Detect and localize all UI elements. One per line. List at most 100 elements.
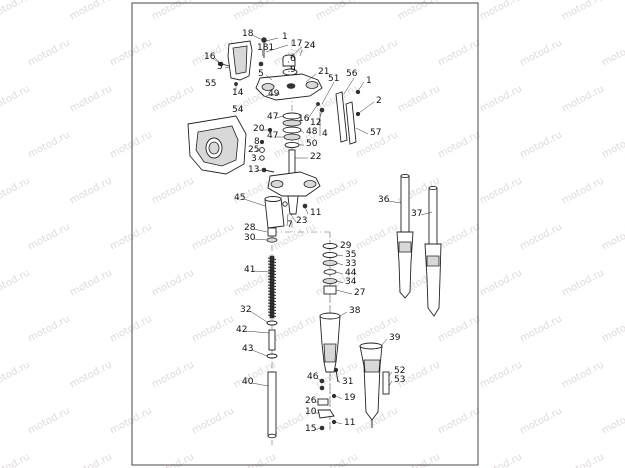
callout-number: 36 [378, 195, 390, 205]
watermark-text: motod.ru [0, 0, 32, 23]
watermark-text: motod.ru [518, 405, 564, 436]
leader-line [335, 271, 344, 275]
callout-number: 44 [345, 268, 357, 278]
leader-line [224, 66, 230, 69]
callout-number: 1 [282, 32, 288, 42]
leader-line [211, 57, 221, 64]
watermark-text: motod.ru [108, 37, 154, 68]
watermark-text: motod.ru [518, 313, 564, 344]
spring-coil [267, 284, 277, 287]
watermark-text: motod.ru [68, 267, 114, 298]
callout-number: 22 [310, 152, 321, 162]
leader-line [336, 377, 341, 384]
callout-number: 12 [310, 118, 321, 128]
leader-line [321, 81, 335, 105]
callout-number: 52 [394, 366, 405, 376]
callout-number: 25 [248, 145, 259, 155]
watermark-text: motod.ru [518, 129, 564, 160]
headlight-mount-bracket [214, 40, 253, 90]
spring-coil [267, 275, 277, 278]
callout-number: 9 [290, 65, 296, 75]
leader-line [287, 60, 290, 64]
callout-leader-lines [211, 34, 433, 431]
watermark-text: motod.ru [232, 451, 278, 468]
leader-line [255, 149, 261, 152]
steering-stem-lower-clamp [267, 149, 321, 215]
spring-coil [267, 278, 277, 281]
leader-line [251, 34, 264, 41]
watermark-text: motod.ru [600, 313, 625, 344]
spring-coil [267, 302, 277, 305]
watermark-text: motod.ru [190, 405, 236, 436]
spring-coil [267, 272, 277, 275]
leader-line [336, 245, 339, 248]
watermark-text: motod.ru [108, 221, 154, 252]
watermark-text: motod.ru [150, 83, 196, 114]
watermark-text: motod.ru [560, 0, 606, 23]
callout-number: 47 [267, 131, 278, 141]
spring-coil [267, 260, 277, 263]
callout-number: 4 [322, 129, 328, 139]
callout-number: 17 [291, 39, 302, 49]
callout-number: 14 [232, 88, 244, 98]
callout-number: 53 [394, 375, 405, 385]
callout-number: 1 [366, 76, 372, 86]
watermark-text: motod.ru [436, 37, 482, 68]
callout-number: 21 [318, 67, 329, 77]
leader-line [335, 395, 343, 400]
spring-coil [267, 305, 277, 308]
callout-number: 27 [354, 288, 365, 298]
callout-number: 51 [328, 74, 339, 84]
leader-line [251, 349, 268, 357]
leader-line [257, 157, 261, 161]
watermark-text: motod.ru [560, 451, 606, 468]
watermark-text: motod.ru [0, 359, 32, 390]
watermark-text: motod.ru [150, 451, 196, 468]
watermark-text: motod.ru [354, 221, 400, 252]
leader-line [314, 427, 321, 431]
leader-line [339, 311, 348, 317]
callout-number: 31 [342, 377, 353, 387]
spring-coil [267, 314, 277, 317]
callout-number: 33 [345, 259, 356, 269]
callout-number: 16 [204, 52, 216, 62]
callout-number: 11 [344, 418, 355, 428]
watermark-text: motod.ru [396, 451, 442, 468]
upper-triple-clamp [255, 54, 325, 113]
watermark-text: motod.ru [436, 221, 482, 252]
callout-number: 41 [244, 265, 255, 275]
watermark-text: motod.ru [108, 129, 154, 160]
callout-number: 30 [244, 233, 256, 243]
watermark-text: motod.ru [314, 451, 360, 468]
spring-coil [267, 290, 277, 293]
leader-line [253, 270, 271, 273]
leader-line [335, 289, 353, 295]
fork-seal-stack [322, 243, 338, 295]
leader-line [420, 211, 433, 216]
watermark-text: motod.ru [600, 221, 625, 252]
spring-coil [267, 269, 277, 272]
leader-line [357, 81, 365, 92]
watermark-text: motod.ru [68, 451, 114, 468]
leader-line [306, 103, 319, 121]
watermark-text: motod.ru [68, 83, 114, 114]
callout-number: 18 [242, 29, 254, 39]
callout-number: 48 [306, 127, 318, 137]
callout-number: 26 [305, 396, 317, 406]
watermark-text: motod.ru [0, 83, 32, 114]
callout-number: 5 [217, 62, 223, 72]
fork-spring [267, 257, 277, 317]
watermark-text: motod.ru [108, 405, 154, 436]
callout-number: 28 [244, 223, 256, 233]
watermark-text: motod.ru [478, 0, 524, 23]
leader-line [355, 127, 369, 135]
watermark-text: motod.ru [68, 359, 114, 390]
assembled-fork-leg-36 [396, 173, 414, 299]
watermark-text: motod.ru [26, 129, 72, 160]
leader-line [275, 115, 285, 119]
spring-coil [267, 296, 277, 299]
diagram-frame [131, 2, 479, 466]
leader-line [289, 212, 297, 223]
callout-number: 23 [296, 216, 307, 226]
callout-number: 8 [254, 137, 260, 147]
